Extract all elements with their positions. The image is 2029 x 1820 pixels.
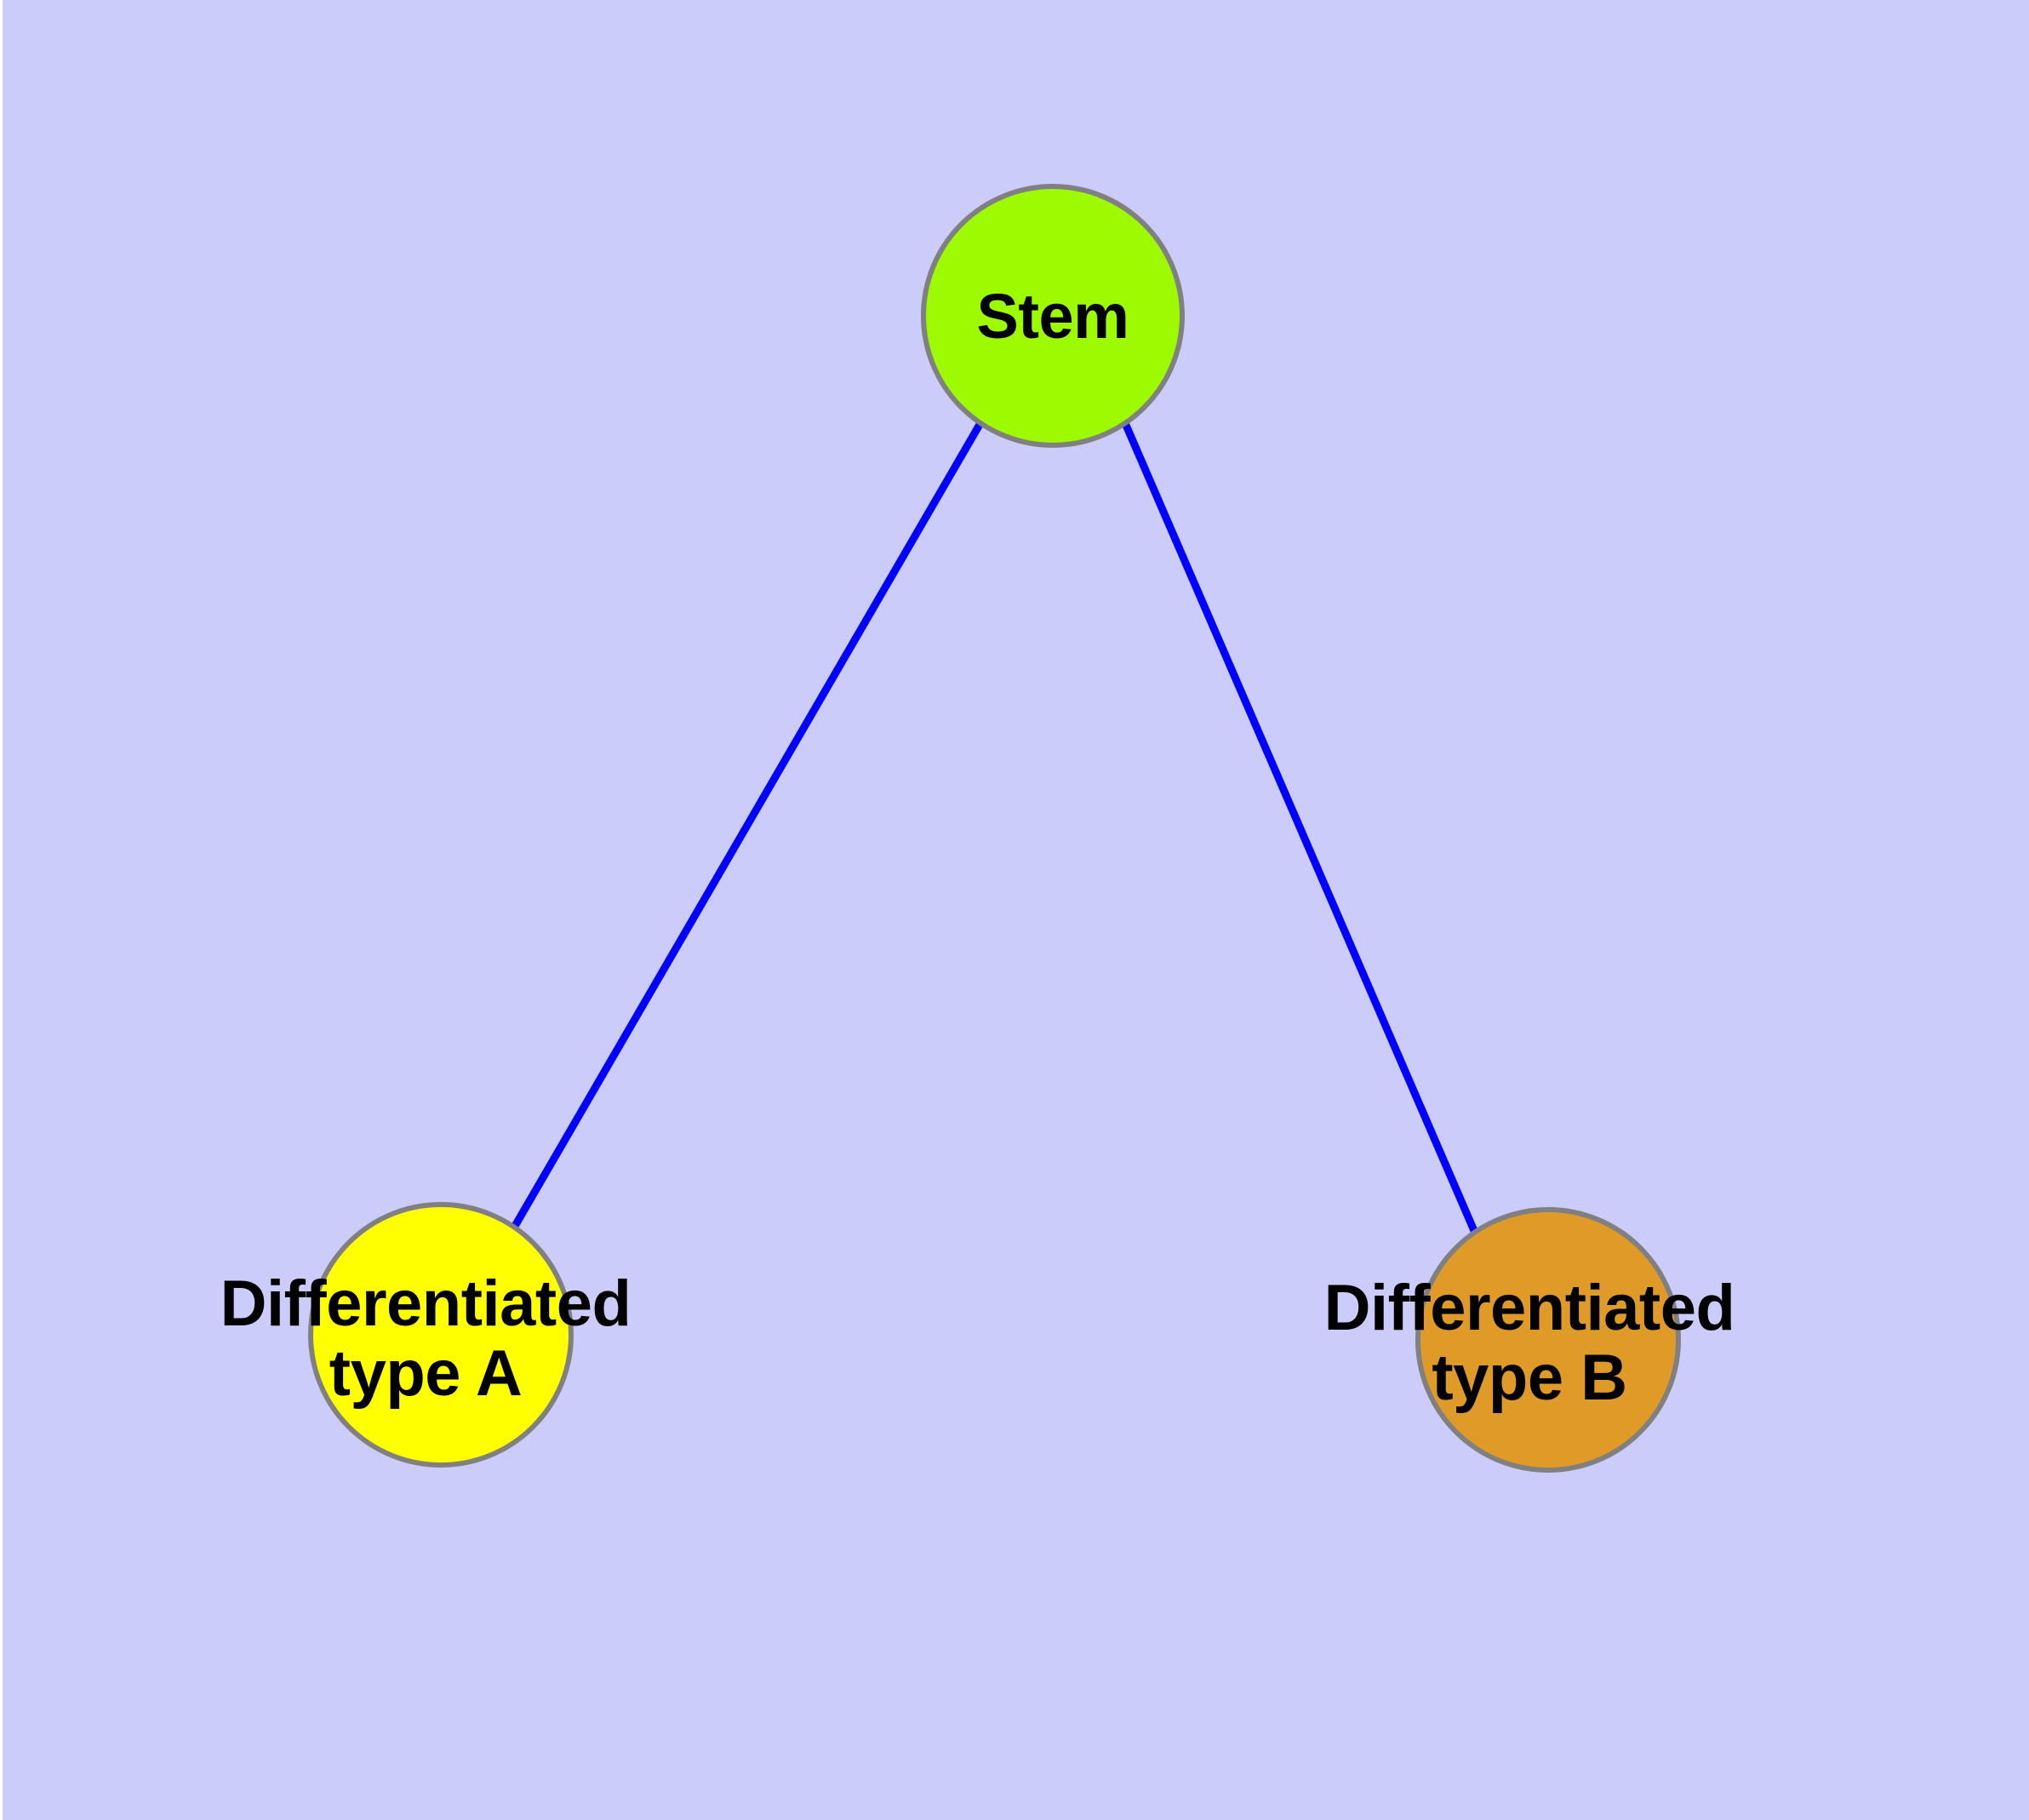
graph-edge — [1121, 421, 1479, 1234]
edges-layer — [511, 421, 1479, 1234]
graph-node-stem[interactable] — [921, 184, 1185, 448]
nodes-layer — [308, 184, 1681, 1473]
graph-node-diff_a[interactable] — [308, 1202, 574, 1468]
graph-edge — [511, 421, 984, 1230]
graph-node-diff_b[interactable] — [1415, 1207, 1681, 1473]
